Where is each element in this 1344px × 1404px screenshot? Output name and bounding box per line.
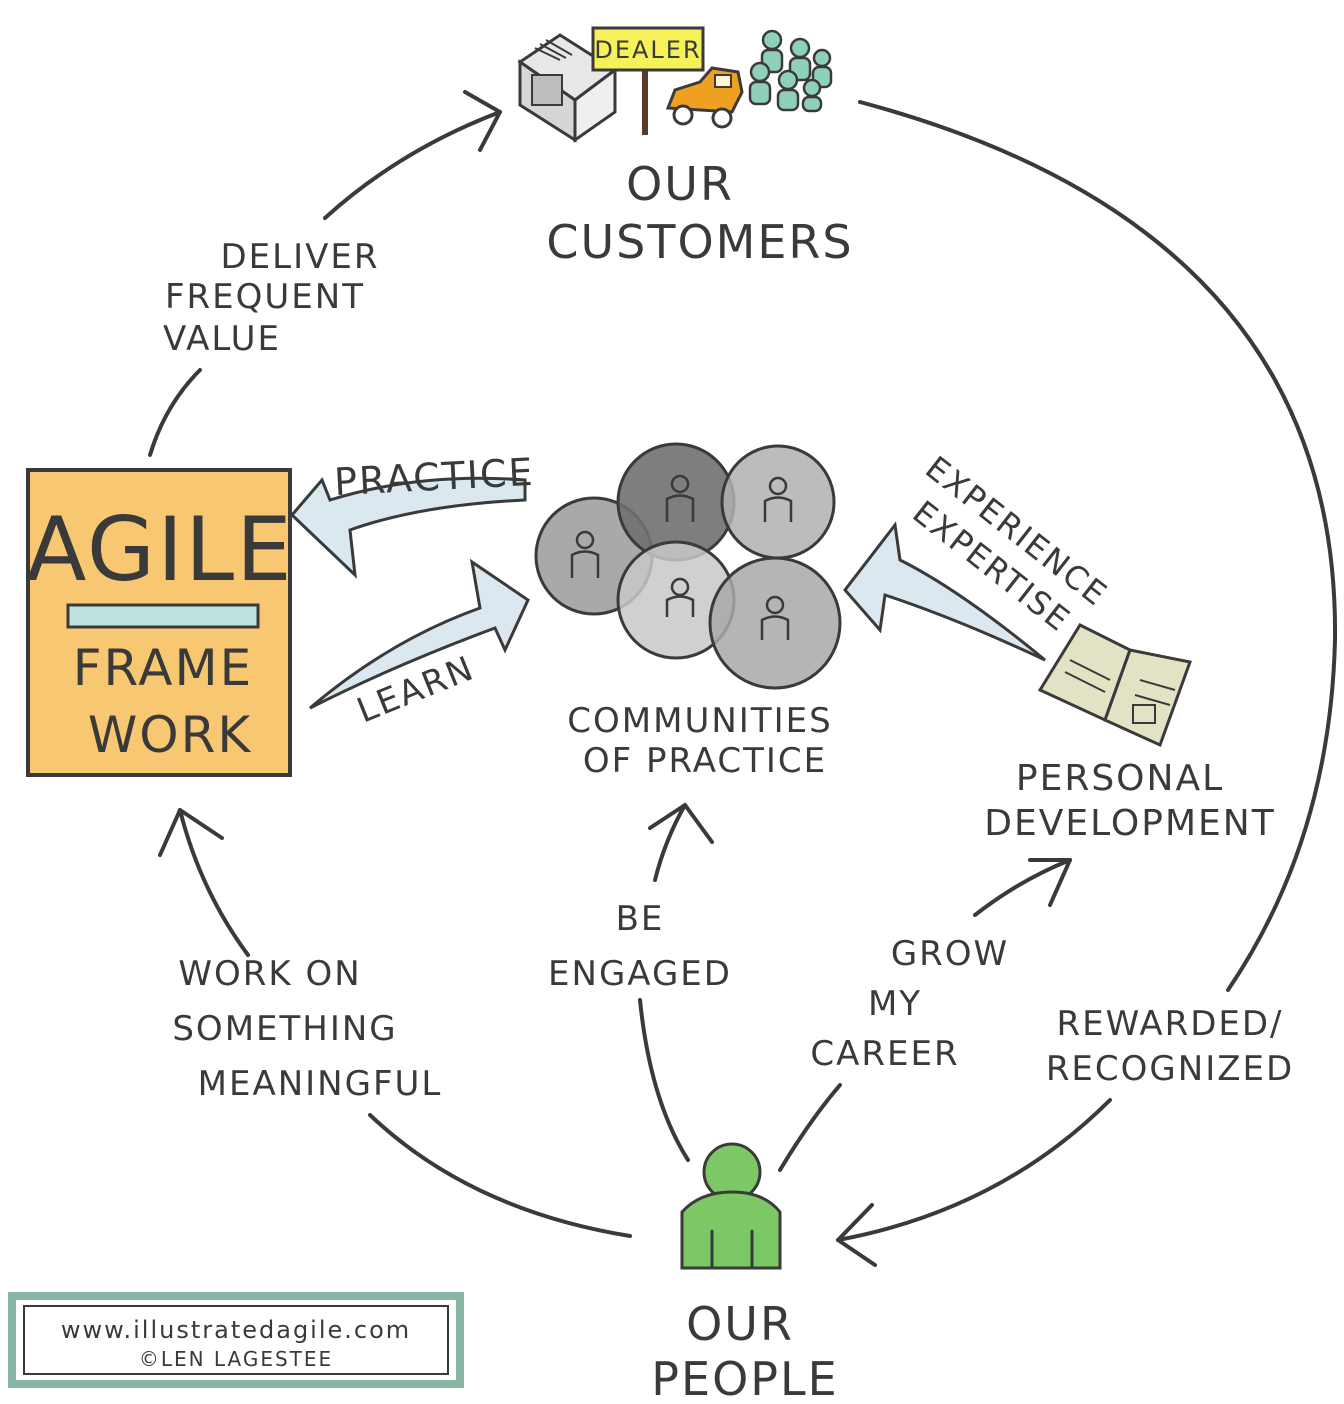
credit-author: ©LEN LAGESTEE [139,1347,333,1371]
career-label-line3: CAREER [810,1034,959,1074]
customers-label-line1: OUR [626,157,734,211]
framework-line2: FRAME [73,639,253,697]
experience-expertise-arrow: EXPERIENCE EXPERTISE [843,449,1115,662]
customers-label-line2: CUSTOMERS [546,215,853,269]
dealership-building-icon [517,33,618,143]
customers-illustration: DEALER OUR CUSTOMERS [517,26,853,269]
be-engaged-arrow [638,803,714,1162]
rewarded-label-line2: RECOGNIZED [1046,1049,1294,1089]
deliver-label-line3: VALUE [163,319,281,359]
dealer-sign-icon: DEALER [591,26,705,135]
meaningful-label-line1: WORK ON [178,954,361,994]
community-circle [708,556,842,690]
people-label-line1: OUR [686,1297,794,1351]
crowd-icon [748,29,833,113]
community-circle [720,444,836,560]
member-person-icon [665,577,695,617]
agile-framework-box: AGILE FRAME WORK [26,468,293,777]
communities-of-practice-cluster: COMMUNITIES OF PRACTICE [534,442,842,781]
deliver-value-arrow [148,90,502,457]
career-label-line2: MY [868,984,922,1024]
deliver-label-line2: FREQUENT [165,277,365,317]
member-person-icon [665,474,695,522]
person-icon [680,1142,782,1270]
rewarded-label-line1: REWARDED/ [1056,1004,1283,1044]
meaningful-work-arrow [158,808,632,1238]
communities-label-line2: OF PRACTICE [583,741,827,781]
rewarded-recognized-arrow [836,100,1338,1267]
credit-box: www.illustratedagile.com ©LEN LAGESTEE [8,1292,464,1388]
member-person-icon [763,476,793,522]
practice-arrow: PRACTICE [289,450,536,579]
personal-development-line2: DEVELOPMENT [984,803,1275,844]
credit-url: www.illustratedagile.com [61,1316,411,1344]
career-label-line1: GROW [891,934,1009,974]
member-person-icon [570,530,600,578]
open-book-icon [1037,623,1193,748]
learn-arrow: LEARN [309,558,530,731]
deliver-label-line1: DELIVER [221,237,380,277]
engaged-label-line2: ENGAGED [548,954,732,994]
member-person-icon [760,595,790,640]
car-icon [665,66,744,129]
people-label-line2: PEOPLE [651,1352,838,1404]
meaningful-label-line2: SOMETHING [172,1009,397,1049]
engaged-label-line1: BE [616,899,665,939]
framework-divider-bar [66,603,260,629]
framework-line1: AGILE [26,498,293,601]
personal-development-line1: PERSONAL [1016,758,1224,799]
dealer-sign-text: DEALER [594,36,701,64]
framework-line3: WORK [88,706,252,764]
grow-career-arrow [778,858,1072,1172]
meaningful-label-line3: MEANINGFUL [198,1064,443,1104]
communities-label-line1: COMMUNITIES [567,701,832,741]
practice-label: PRACTICE [333,450,536,504]
